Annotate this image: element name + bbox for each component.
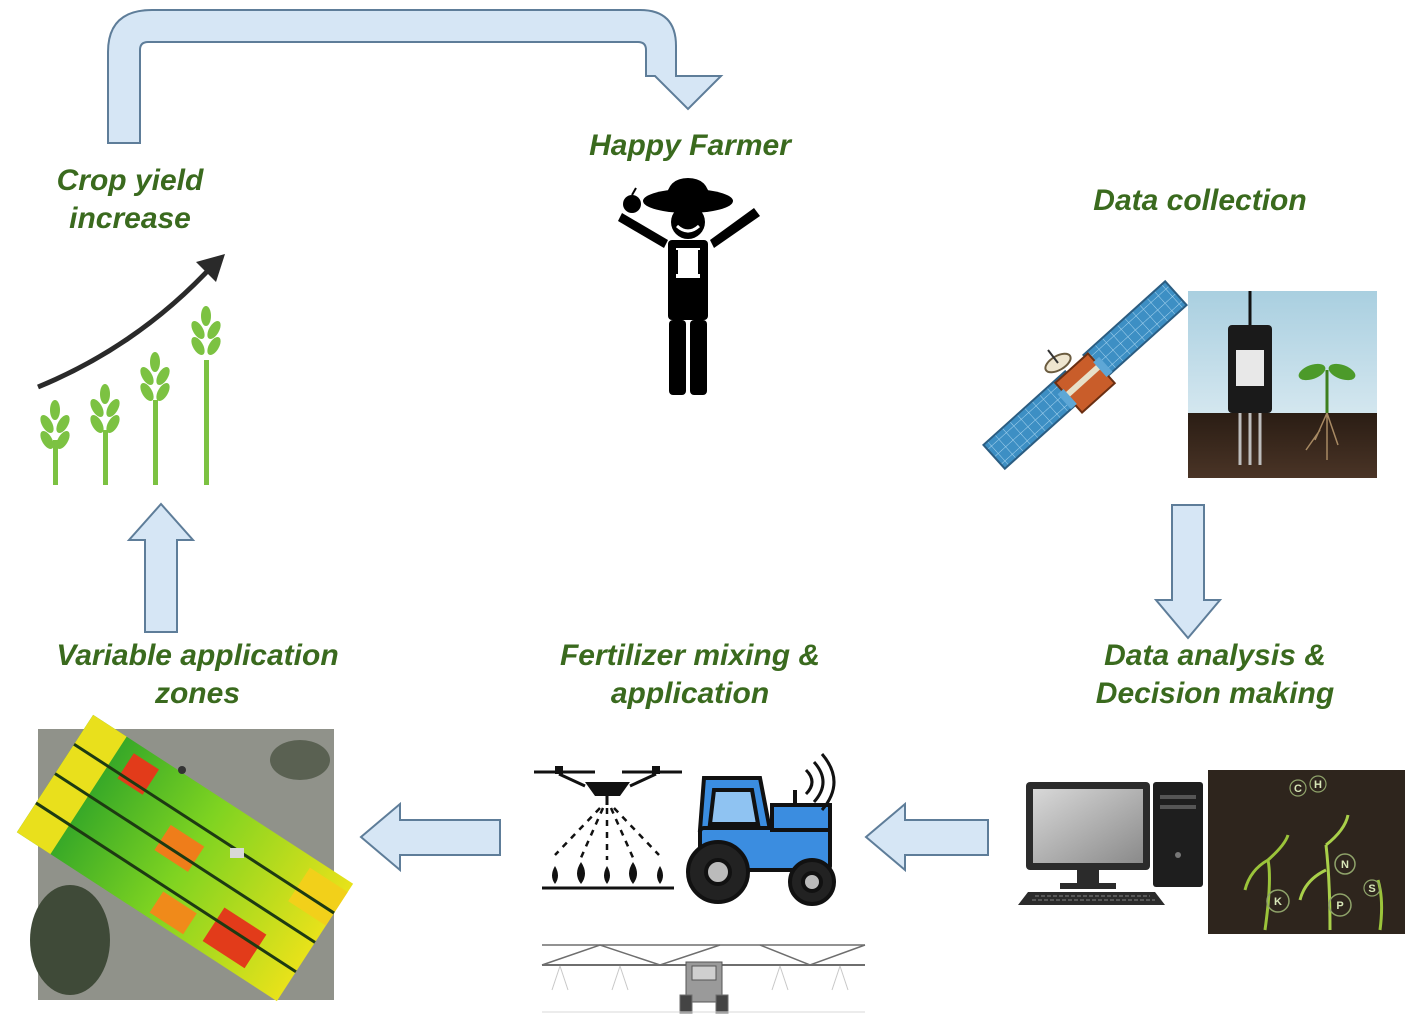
label-line: zones [154, 677, 241, 710]
satellite-icon [982, 279, 1188, 471]
label-line: Data collection [1093, 184, 1307, 217]
label-data-analysis: Data analysis & Decision making [1060, 637, 1370, 713]
label-variable-zones: Variable application zones [25, 637, 370, 713]
seedling-label: H [1314, 779, 1322, 791]
arrow-yield-to-farmer-shape [107, 9, 724, 144]
seedling-label: P [1336, 900, 1343, 912]
label-line: Fertilizer mixing & [559, 639, 821, 672]
nutrient-h-bubble [1309, 775, 1327, 793]
label-happy-farmer: Happy Farmer [540, 127, 840, 165]
nutrient-s-bubble [1363, 879, 1381, 897]
nutrient-p-bubble [1328, 893, 1352, 917]
field-zone-map [16, 714, 354, 1002]
nutrient-k-bubble [1266, 889, 1290, 913]
boom-sprayer-photo [541, 944, 866, 1014]
seedling-label: K [1274, 896, 1282, 908]
label-data-collection: Data collection [1050, 182, 1350, 220]
seedling-label: N [1341, 859, 1349, 871]
seedling-label: C [1294, 783, 1302, 795]
farmer-icon [618, 178, 760, 395]
drone-sprayer-icon [534, 766, 682, 890]
seedling-label: S [1368, 883, 1375, 895]
seedlings-photo: C H N K P S [1208, 770, 1405, 934]
soil-sensor-photo [1188, 291, 1377, 478]
arrow-zones-to-yield [126, 502, 196, 633]
computer-icon [1018, 782, 1203, 905]
label-line: Crop yield [56, 164, 204, 197]
nutrient-c-bubble [1289, 779, 1307, 797]
label-line: Happy Farmer [589, 129, 791, 162]
label-line: increase [69, 202, 191, 235]
label-line: application [610, 677, 770, 710]
label-crop-yield: Crop yield increase [10, 162, 250, 238]
nutrient-n-bubble [1334, 853, 1356, 875]
arrow-collection-to-analysis [1153, 504, 1223, 640]
label-fertilizer: Fertilizer mixing & application [530, 637, 850, 713]
label-line: Decision making [1095, 677, 1335, 710]
label-line: Variable application [56, 639, 339, 672]
label-line: Data analysis & [1104, 639, 1326, 672]
tractor-icon [686, 753, 836, 906]
growing-wheat-icon [37, 254, 225, 485]
arrow-fertilizer-to-zones [359, 801, 501, 873]
arrow-analysis-to-fertilizer [864, 801, 989, 873]
